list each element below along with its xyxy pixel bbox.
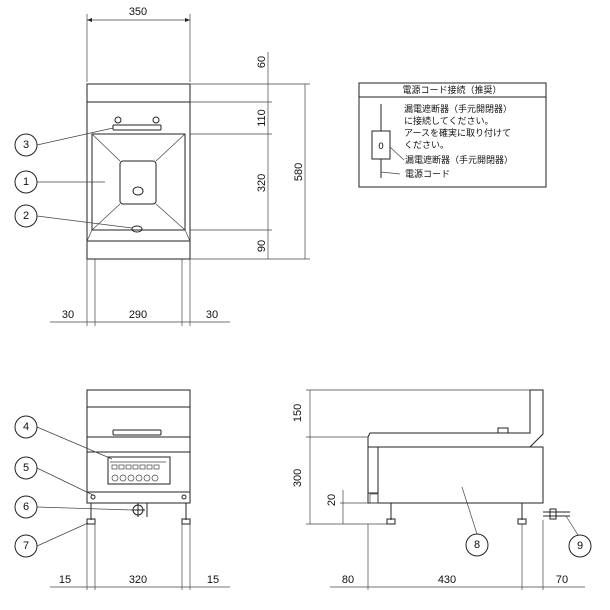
callout-8-label: 8 [474,539,480,551]
control-panel [107,456,171,485]
power-cord-clamp [549,508,557,520]
control-panel-buttons [111,464,160,482]
dim-15-left-label: 15 [59,574,71,586]
power-box-line4: ください。 [404,140,449,151]
dim-top-view-bottom: 30 290 30 [50,309,230,323]
callout-7 [14,534,38,558]
callout-4-label: 4 [23,421,29,433]
label-breaker: 漏電遮断器（手元開閉器） [405,154,513,166]
dim-430-label: 430 [438,574,456,586]
callout-3 [14,133,38,157]
side-body [367,446,544,504]
power-box-title: 電源コード接続（推奨） [402,84,501,96]
dim-300-label: 300 [292,469,304,487]
top-view-body [86,83,191,260]
callout-2-label: 2 [23,210,29,222]
callout-3-label: 3 [23,139,29,151]
front-body [86,436,191,504]
adjustable-foot-left [86,518,96,525]
temperature-sensor [131,225,143,233]
drain-hole [132,186,144,196]
callout-2 [14,204,38,228]
callout-1-label: 1 [23,176,29,188]
side-basket-handle [497,427,509,434]
dim-110-label: 110 [256,109,268,127]
callout-8 [465,533,489,557]
dim-350-label: 350 [129,6,147,18]
power-box-line1: 漏電遮断器（手元開閉器） [404,103,512,115]
callout-9 [568,534,592,558]
dim-320-front-label: 320 [129,574,147,586]
callout-1 [14,170,38,194]
dim-30-right-label: 30 [206,309,218,321]
callout-5-label: 5 [23,462,29,474]
dim-90-label: 90 [256,240,268,252]
front-screw-right [181,494,187,500]
front-view [86,389,191,590]
power-box-line2: に接続してください。 [404,115,493,127]
power-connection-box: 電源コード接続（推奨） 漏電遮断器（手元開閉器） に接続してください。 アースを… [358,82,547,188]
side-view: 150 300 20 80 430 70 [292,389,585,590]
dim-150-label: 150 [292,404,304,422]
dim-290-label: 290 [129,309,147,321]
callouts: 3 1 2 4 5 6 7 8 9 [14,127,592,558]
breaker-symbol [371,130,391,160]
basket-handle [112,124,162,131]
breaker-switch-glyph: 0 [378,142,384,152]
dim-320-label: 320 [256,174,268,192]
dim-70-label: 70 [556,574,568,586]
callout-4 [14,415,38,439]
dim-30-left-label: 30 [62,309,74,321]
callout-6-label: 6 [23,501,29,513]
callout-9-label: 9 [577,540,583,552]
callout-6 [14,495,38,519]
dim-front-bottom: 15 320 15 [50,574,230,588]
adjustable-foot-right [181,518,191,525]
dim-15-right-label: 15 [207,574,219,586]
power-box-line3: アースを確実に取り付けて [404,127,511,139]
label-power-cord: 電源コード [405,169,450,180]
dim-60-label: 60 [256,56,268,68]
callout-7-label: 7 [23,540,29,552]
dim-right-vertical: 60 110 320 90 580 [190,52,310,260]
dim-80-label: 80 [342,574,354,586]
dim-top-width: 350 [86,6,191,82]
callout-5 [14,456,38,480]
dim-580-label: 580 [293,163,305,181]
top-view [86,83,191,326]
dim-20-label: 20 [326,494,338,506]
